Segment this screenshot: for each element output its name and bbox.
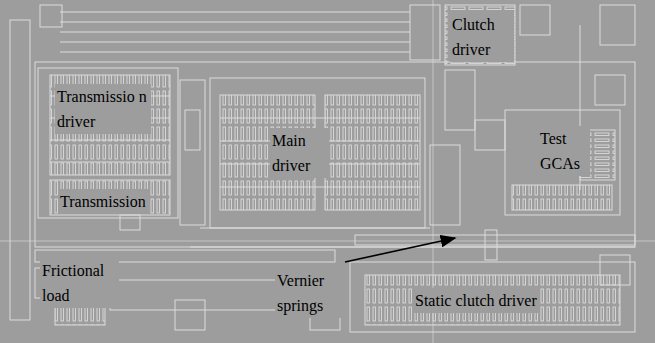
part-label: Main driver bbox=[270, 128, 329, 178]
part-label: Test GCAs bbox=[538, 126, 590, 176]
leader-arrow bbox=[345, 238, 455, 262]
part-label: Static clutch driver bbox=[413, 288, 539, 313]
part-label: Transmission bbox=[58, 189, 148, 214]
part-label: Vernier springs bbox=[275, 268, 341, 318]
part-label: Transmissio n driver bbox=[55, 84, 151, 134]
part-label: Frictional load bbox=[40, 258, 119, 308]
part-label: Clutch driver bbox=[450, 12, 514, 62]
